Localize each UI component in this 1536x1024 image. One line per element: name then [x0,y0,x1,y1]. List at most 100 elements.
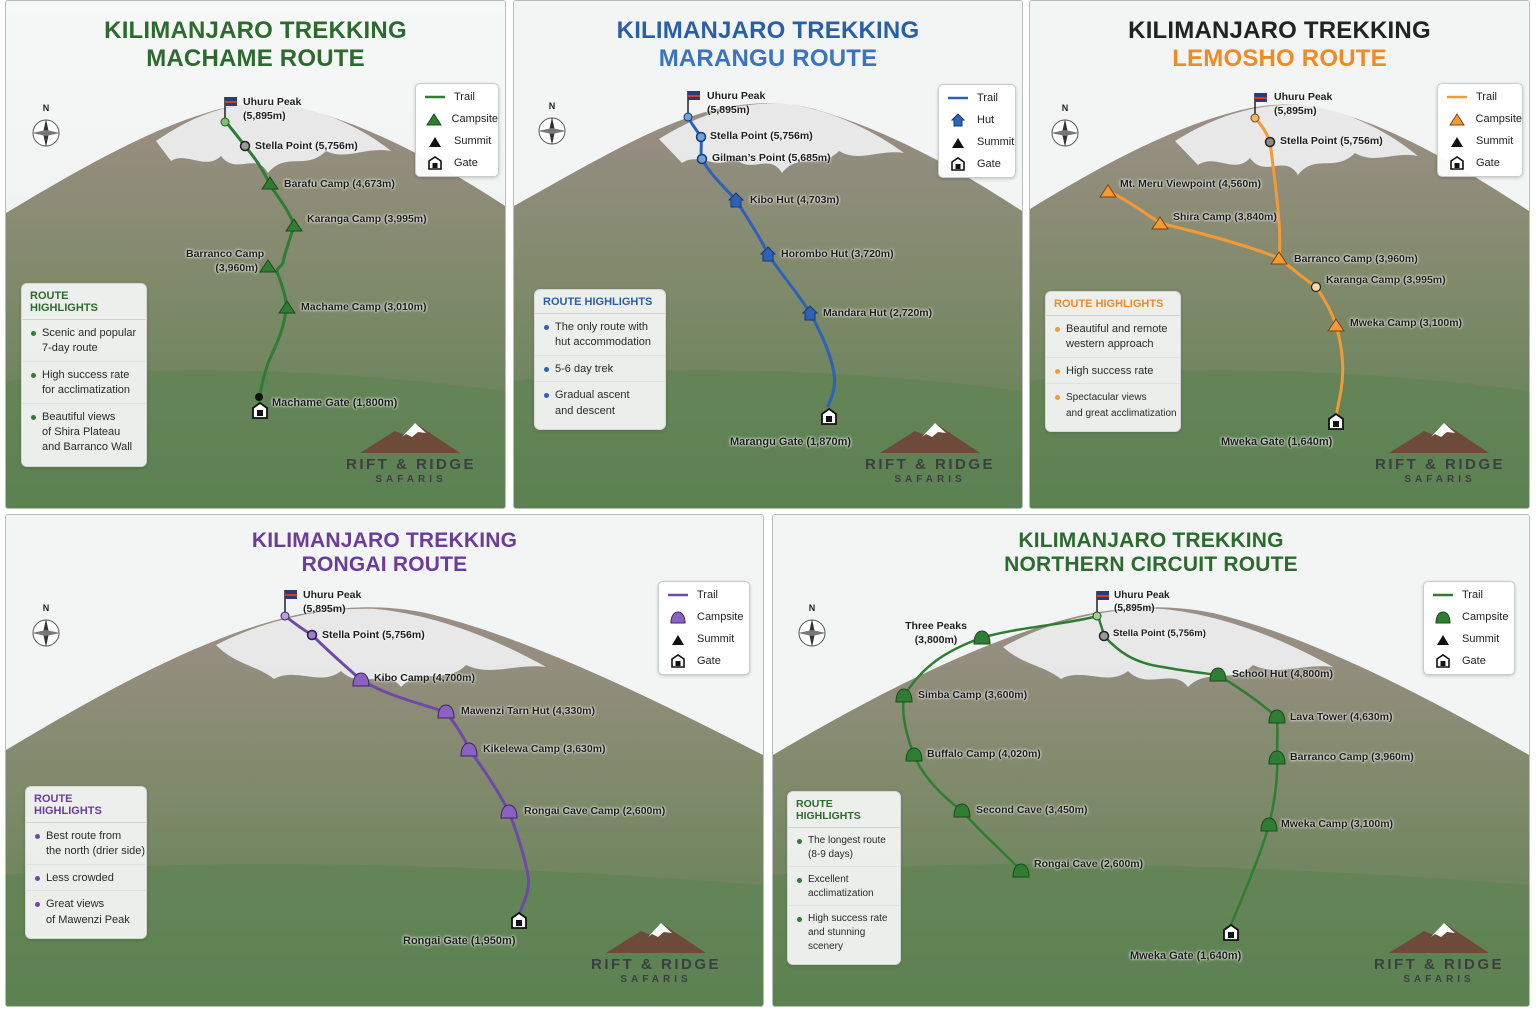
label-second-cave: Second Cave (3,450m) [976,804,1088,816]
brand-mountain-logo [1389,923,1489,953]
highlight-item: The longest route (8-9 days) [788,828,900,867]
title-line-2: MACHAME ROUTE [146,45,365,72]
label-barranco-camp: Barranco Camp (3,960m) [1290,751,1414,763]
label-buffalo-camp: Buffalo Camp (4,020m) [927,748,1041,760]
highlight-item: Less crowded [26,865,146,892]
svg-text:N: N [1062,103,1069,113]
label-karanga-camp: Karanga Camp (3,995m) [1326,274,1446,286]
label-kibo-hut: Kibo Hut (4,703m) [750,194,840,206]
brand-mountain-logo [1389,423,1489,453]
label-barranco-camp: Barranco Camp (3,960m) [186,248,265,274]
label-horombo-hut: Horombo Hut (3,720m) [781,248,894,260]
label-stella-point: Stella Point (5,756m) [1280,135,1383,147]
gate-icon [667,653,689,669]
panel-northern-circuit: KILIMANJARO TREKKING NORTHERN CIRCUIT RO… [772,514,1530,1007]
legend-gate: Gate [939,153,1015,175]
hut-icon [947,112,969,128]
highlight-item: Gradual ascent and descent [535,382,665,423]
highlight-item: Best route from the north (drier side) [26,823,146,865]
label-meru-viewpoint: Mt. Meru Viewpoint (4,560m) [1120,178,1261,190]
route-highlights: ROUTE HIGHLIGHTS Best route from the nor… [25,786,147,939]
label-uhuru-peak: Uhuru Peak (5,895m) [303,589,362,615]
label-mweka-gate: Mweka Gate (1,640m) [1130,950,1242,962]
route-highlights: ROUTE HIGHLIGHTS Beautiful and remote we… [1045,291,1181,432]
label-kibo-camp: Kibo Camp (4,700m) [374,672,475,684]
highlights-title: ROUTE HIGHLIGHTS [788,792,900,828]
label-stella-point: Stella Point (5,756m) [710,130,813,142]
compass-icon: N [32,603,60,647]
label-mandara-hut: Mandara Hut (2,720m) [823,307,933,319]
gate-icon [1446,155,1468,171]
label-uhuru-peak: Uhuru Peak (5,895m) [243,96,302,122]
label-shira-camp: Shira Camp (3,840m) [1173,211,1277,223]
gate-icon [947,156,969,172]
legend-campsite: Campsite [1424,606,1514,628]
map-legend: Trail Campsite Summit Gate [658,581,750,675]
title-line-2: LEMOSHO ROUTE [1172,45,1387,72]
legend-gate: Gate [1424,650,1514,672]
summit-icon [1446,133,1468,149]
compass-icon: N [32,103,60,147]
label-three-peaks: Three Peaks (3,800m) [905,620,967,646]
compass-icon: N [798,603,826,647]
highlight-item: Beautiful and remote western approach [1046,316,1180,358]
summit-icon [667,631,689,647]
legend-hut: Hut [939,109,1015,131]
label-rongai-cave-camp: Rongai Cave Camp (2,600m) [524,805,666,817]
highlights-title: ROUTE HIGHLIGHTS [22,284,146,320]
legend-trail: Trail [1447,91,1497,103]
legend-gate: Gate [416,152,498,174]
label-gilmans-point: Gilman’s Point (5,685m) [712,152,831,164]
label-uhuru-peak: Uhuru Peak (5,895m) [707,90,766,116]
brand-mountain-logo [606,923,706,953]
label-mweka-gate: Mweka Gate (1,640m) [1221,436,1333,448]
brand-mountain-logo [880,423,980,453]
highlights-title: ROUTE HIGHLIGHTS [535,290,665,314]
label-machame-gate: Machame Gate (1,800m) [272,397,398,409]
title-line-2: RONGAI ROUTE [301,553,468,576]
map-legend: Trail Campsite Summit Gate [1423,581,1515,675]
tent-icon [1446,111,1468,127]
route-highlights: ROUTE HIGHLIGHTS The only route with hut… [534,289,666,430]
label-stella-point: Stella Point (5,756m) [255,140,358,152]
legend-trail: Trail [668,589,718,601]
title-line-2: MARANGU ROUTE [658,45,878,72]
map-legend: Trail Campsite Summit Gate [415,83,499,177]
legend-trail: Trail [425,91,475,103]
legend-gate: Gate [659,650,749,672]
highlight-item: Excellent acclimatization [788,867,900,906]
label-stella-point: Stella Point (5,756m) [322,629,425,641]
title-line-1: KILIMANJARO TREKKING [616,17,920,44]
legend-campsite: Campsite [1438,108,1522,130]
title-line-1: KILIMANJARO TREKKING [104,17,407,44]
label-lava-tower: Lava Tower (4,630m) [1290,711,1393,723]
map-legend: Trail Campsite Summit Gate [1437,83,1523,177]
gate-icon [424,155,446,171]
legend-campsite: Campsite [659,606,749,628]
title-line-1: KILIMANJARO TREKKING [1128,17,1431,44]
panel-machame: KILIMANJARO TREKKING MACHAME ROUTE N Tra… [5,0,506,509]
label-machame-camp: Machame Camp (3,010m) [301,301,427,313]
highlight-item: The only route with hut accommodation [535,314,665,356]
panel-lemosho: KILIMANJARO TREKKING LEMOSHO ROUTE N Tra… [1029,0,1530,509]
highlight-item: High success rate for acclimatization [22,362,146,404]
label-school-hut: School Hut (4,800m) [1232,668,1333,680]
label-simba-camp: Simba Camp (3,600m) [918,689,1028,701]
label-uhuru-peak: Uhuru Peak (5,895m) [1114,590,1170,614]
legend-campsite: Campsite [416,108,498,130]
tent-icon [667,609,689,625]
highlight-item: Scenic and popular 7-day route [22,320,146,362]
brand-mountain-logo [360,423,460,453]
label-karanga-camp: Karanga Camp (3,995m) [307,213,427,225]
label-kikelewa-camp: Kikelewa Camp (3,630m) [483,743,606,755]
compass-icon: N [538,101,566,145]
panel-rongai: KILIMANJARO TREKKING RONGAI ROUTE N Trai… [5,514,764,1007]
highlights-title: ROUTE HIGHLIGHTS [1046,292,1180,316]
label-marangu-gate: Marangu Gate (1,870m) [730,436,852,448]
svg-text:N: N [43,603,50,613]
gate-icon [1432,653,1454,669]
label-barranco-camp: Barranco Camp (3,960m) [1294,253,1418,265]
svg-text:N: N [809,603,816,613]
legend-summit: Summit [939,131,1015,153]
